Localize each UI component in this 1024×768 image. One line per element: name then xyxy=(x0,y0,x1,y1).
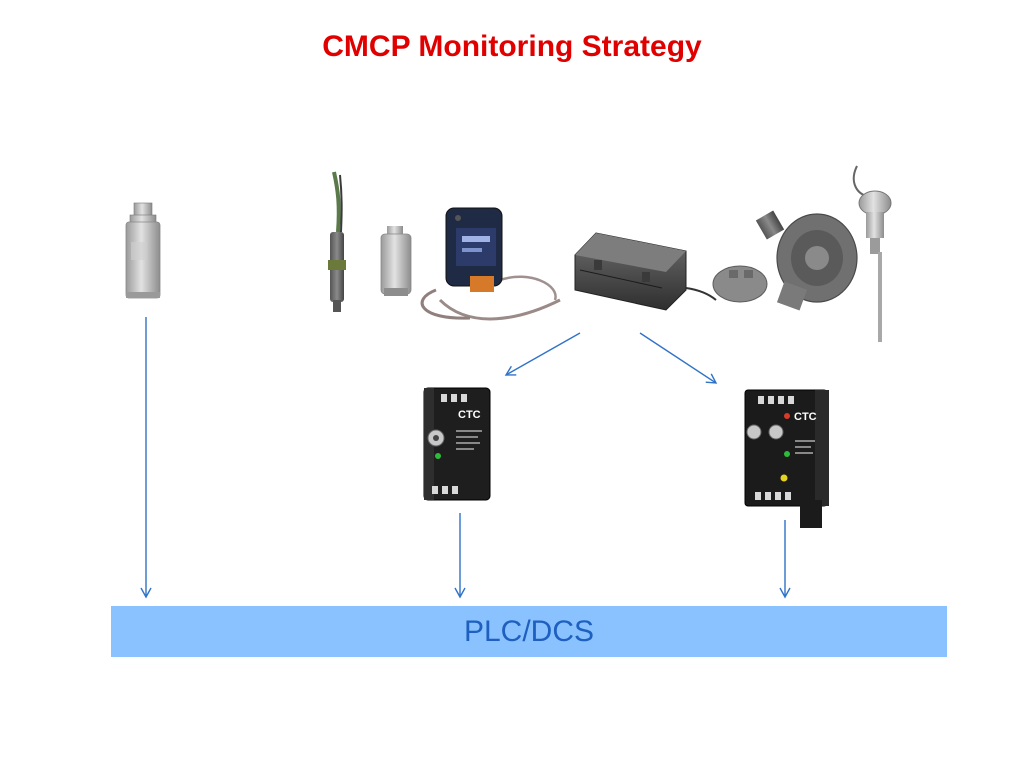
plc-dcs-label: PLC/DCS xyxy=(463,614,595,648)
accelerometer-a-icon xyxy=(125,202,161,299)
arrow-sensor-to-transmitter-advanced xyxy=(639,332,718,384)
svg-text:CTC: CTC xyxy=(458,409,481,421)
rtd-housing-icon xyxy=(712,210,858,311)
accelerometer-b-icon xyxy=(380,226,412,296)
arrow-sensor-to-transmitter-basic xyxy=(504,332,581,376)
proximity-probe-icon xyxy=(328,171,346,312)
loop-powered-sensor-icon xyxy=(420,207,561,321)
plc-dcs-bar: PLC/DCS xyxy=(111,606,947,657)
thermocouple-icon xyxy=(852,165,892,342)
slide-title: CMCP Monitoring Strategy xyxy=(322,30,702,63)
svg-text:CTC: CTC xyxy=(794,411,817,423)
transmitter-advanced-icon: CTC xyxy=(744,389,829,528)
transmitter-basic-icon: CTC xyxy=(423,387,491,501)
junction-box-icon xyxy=(574,232,717,311)
